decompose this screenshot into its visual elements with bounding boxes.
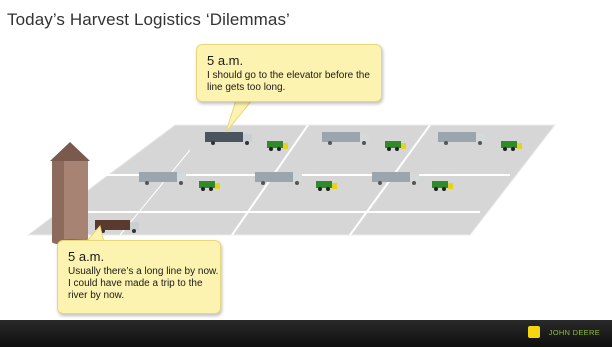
callout-river: 5 a.m. Usually there’s a long line by no… <box>57 240 221 314</box>
callout-elevator: 5 a.m. I should go to the elevator befor… <box>196 44 382 102</box>
truck <box>438 132 485 145</box>
footer-bar: JOHN DEERE <box>0 320 612 347</box>
harvest-scene <box>26 99 557 245</box>
callout-text: Usually there’s a long line by now. I co… <box>68 266 219 301</box>
grain-elevator-silo <box>50 142 90 245</box>
callout-time: 5 a.m. <box>68 249 105 264</box>
combine-harvester <box>267 141 288 151</box>
john-deere-logo-icon <box>528 326 540 338</box>
truck <box>322 132 369 145</box>
truck-brown <box>95 220 139 233</box>
truck <box>255 172 302 185</box>
callout-text: I should go to the elevator before the l… <box>207 70 370 93</box>
slide-title: Today’s Harvest Logistics ‘Dilemmas’ <box>7 10 290 29</box>
truck <box>372 172 419 185</box>
combine-harvester <box>432 181 453 191</box>
combine-harvester <box>316 181 337 191</box>
combine-harvester <box>501 141 522 151</box>
field-line <box>119 149 191 236</box>
combine-harvester <box>385 141 406 151</box>
truck-dark <box>205 132 252 145</box>
brand-name: JOHN DEERE <box>548 328 600 337</box>
truck <box>139 172 186 185</box>
combine-harvester <box>199 181 220 191</box>
callout-time: 5 a.m. <box>207 53 244 68</box>
